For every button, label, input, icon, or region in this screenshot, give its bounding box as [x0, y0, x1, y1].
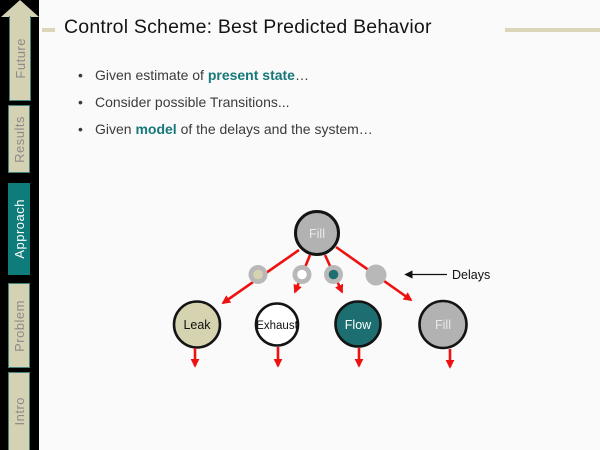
node-exhaust-label: Exhaust — [256, 320, 298, 332]
bullet-dot: • — [78, 121, 83, 137]
title-right-rule — [505, 28, 600, 32]
future-arrowhead-icon — [1, 0, 39, 17]
node-flow-label: Flow — [345, 318, 372, 332]
bullet-dot: • — [78, 94, 83, 110]
sidebar-item-intro[interactable]: Intro — [8, 372, 30, 450]
sidebar-rail: Future Results Approach Problem Intro — [0, 0, 39, 450]
delays-label: Delays — [452, 268, 490, 282]
delay-circle-4 — [365, 264, 387, 286]
bullet-list: • Given estimate of present state… • Con… — [78, 66, 538, 147]
delay-circle-2-core — [297, 269, 307, 280]
node-root-label: Fill — [309, 227, 325, 241]
bullet-dot: • — [78, 67, 83, 83]
sidebar-item-approach[interactable]: Approach — [8, 183, 30, 275]
node-leak-label: Leak — [183, 318, 211, 332]
bullet-text: Given estimate of present state… — [95, 67, 309, 83]
sidebar-item-future[interactable]: Future — [9, 16, 31, 101]
title-left-tick — [42, 28, 55, 32]
page-title: Control Scheme: Best Predicted Behavior — [64, 16, 432, 38]
bullet-item: • Given estimate of present state… — [78, 66, 538, 85]
node-fill2 — [418, 299, 468, 350]
sidebar-item-problem[interactable]: Problem — [8, 283, 30, 368]
node-fill2-label: Fill — [435, 318, 451, 332]
node-exhaust — [254, 302, 300, 347]
delay-circle-1-core — [253, 269, 263, 280]
delay-circle-3-core — [328, 269, 339, 280]
bullet-text: Consider possible Transitions... — [95, 94, 290, 110]
sidebar-item-results[interactable]: Results — [8, 105, 30, 173]
bullet-item: • Consider possible Transitions... — [78, 93, 538, 112]
node-flow — [334, 300, 382, 348]
bullet-text: Given model of the delays and the system… — [95, 121, 373, 137]
bullet-item: • Given model of the delays and the syst… — [78, 120, 538, 139]
delay-markers — [248, 264, 387, 286]
node-leak — [172, 300, 222, 349]
node-root-fill — [294, 210, 340, 256]
